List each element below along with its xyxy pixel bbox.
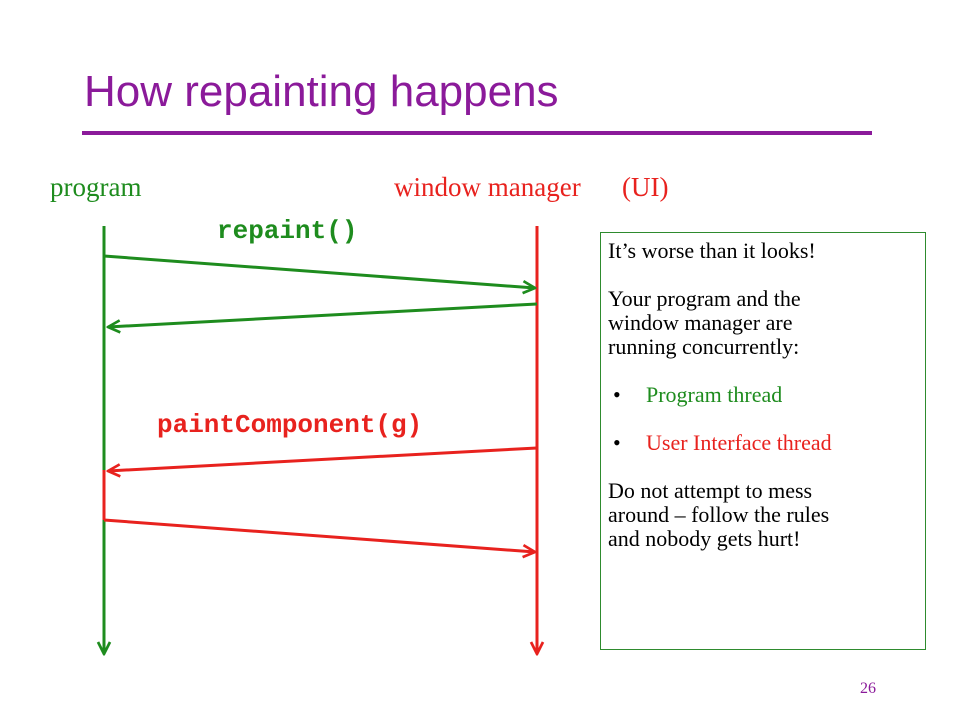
title-underline <box>82 131 872 135</box>
bullet-ui-thread-text: User Interface thread <box>646 430 832 455</box>
bullet-dot: • <box>613 382 621 407</box>
bullet-program-thread: • Program thread <box>608 383 925 407</box>
paint-component-return-arrow <box>103 518 535 552</box>
note-headline: It’s worse than it looks! <box>608 238 816 263</box>
window-manager-lane-label: window manager <box>394 172 581 202</box>
note-paragraph-line: window manager are <box>608 310 793 335</box>
bullet-ui-thread: • User Interface thread <box>608 431 925 455</box>
bullet-dot: • <box>613 430 621 455</box>
repaint-call-arrow <box>103 254 535 288</box>
note-warning-line: and nobody gets hurt! <box>608 526 801 551</box>
paint-component-call-label: paintComponent(g) <box>157 410 423 440</box>
repaint-return-arrow <box>108 302 538 327</box>
paint-component-call-arrow <box>108 446 538 471</box>
slide-title: How repainting happens <box>84 67 559 116</box>
page-number: 26 <box>860 680 876 697</box>
note-warning-line: around – follow the rules <box>608 502 830 527</box>
note-paragraph-line: Your program and the <box>608 286 801 311</box>
ui-tag-label: (UI) <box>622 172 669 202</box>
bullet-program-thread-text: Program thread <box>646 382 783 407</box>
program-lane-label: program <box>50 172 142 202</box>
note-warning-line: Do not attempt to mess <box>608 478 813 503</box>
note-paragraph-line: running concurrently: <box>608 334 800 359</box>
repaint-call-label: repaint() <box>217 216 358 246</box>
concurrency-note-box: It’s worse than it looks! Your program a… <box>600 232 926 650</box>
